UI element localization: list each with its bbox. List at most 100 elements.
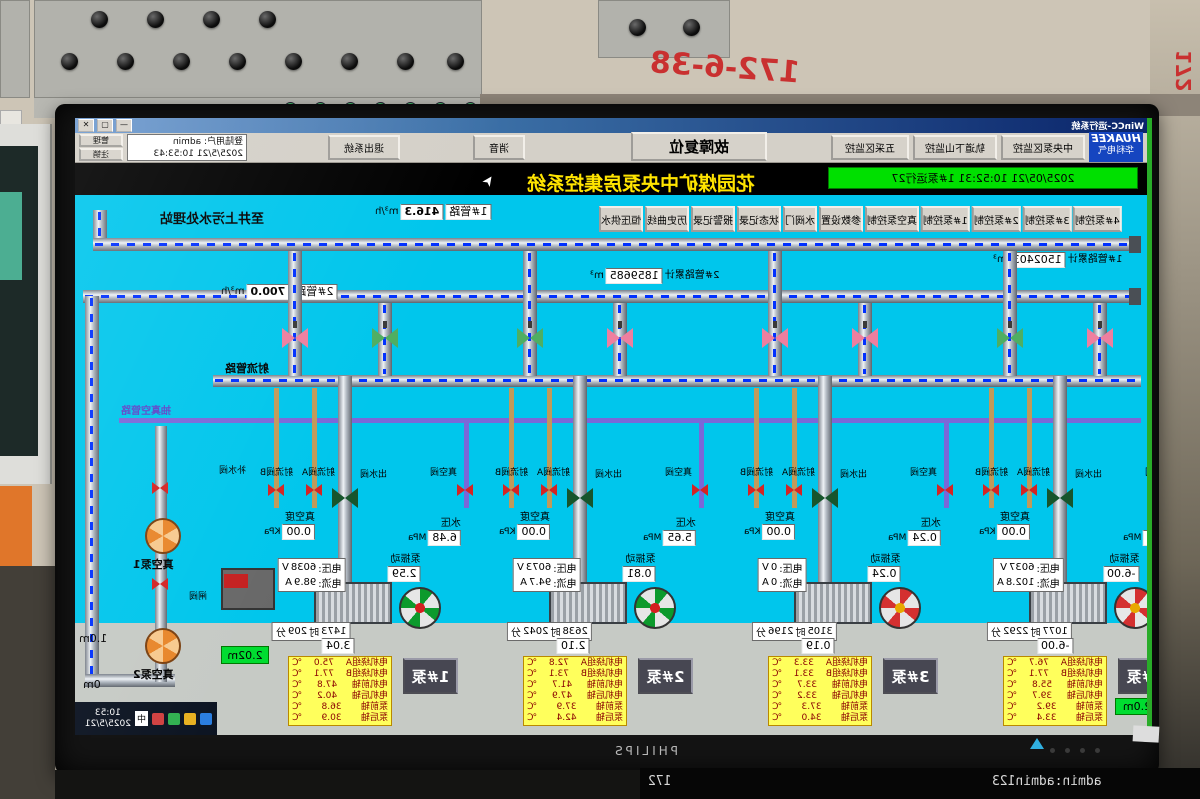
jet-branch-pipe (509, 388, 514, 508)
bezel-sticker-white (1132, 725, 1160, 743)
taskbar-time: 10:53 (94, 707, 121, 718)
motor-symbol[interactable] (794, 582, 872, 624)
vibration-gauge: 泵振动 -6.00 (1103, 554, 1140, 582)
pump-name[interactable]: 1#泵 (403, 658, 458, 694)
osd-button[interactable] (1095, 748, 1100, 753)
tray-folder-icon[interactable] (184, 712, 196, 725)
voltage-value: 6038 (290, 562, 317, 573)
discharge-valve[interactable] (1087, 321, 1113, 348)
discharge-valve[interactable] (997, 321, 1023, 348)
discharge-valve[interactable] (607, 321, 633, 348)
surface-pipe (93, 210, 107, 241)
discharge-valve[interactable] (852, 321, 878, 348)
pressure-gauge-label: 水压 (440, 518, 461, 529)
vibration-label: 泵振动 (390, 554, 421, 565)
jet-valve-a[interactable] (306, 484, 322, 496)
monitor: WinCC-运行系统 — ▢ ✕ 管理 注销 登陆用户: admin 2025/… (55, 104, 1160, 774)
valve-label: 出水阀 (360, 470, 388, 480)
tray-status-icon[interactable] (168, 712, 180, 725)
login-user: 登陆用户: admin (172, 137, 243, 147)
discharge-valve[interactable] (372, 321, 398, 348)
vacuum-valve[interactable] (937, 484, 953, 496)
taskbar-date: 2025/5/21 (84, 718, 131, 729)
vacuum-pump-1-symbol[interactable] (145, 518, 181, 554)
panel-knob (203, 11, 220, 28)
pump-impeller[interactable] (879, 587, 921, 629)
logout-button[interactable]: 注销 (79, 148, 123, 161)
vacuum-valve[interactable] (692, 484, 708, 496)
pump-name[interactable]: 4#泵 (1118, 658, 1147, 694)
tray-alert-icon[interactable] (152, 712, 164, 725)
current-label: 电流: (318, 579, 342, 590)
jet-valve-a[interactable] (541, 484, 557, 496)
vibration-gauge: 泵振动 2.59 (388, 554, 421, 582)
pressure-gauge: 水压 6.34MPa (1123, 518, 1147, 546)
fill-valve-label: 补水阀 (219, 466, 247, 476)
pump-name[interactable]: 3#泵 (883, 658, 938, 694)
valve-label: 射流阀A (302, 468, 336, 478)
panel-knob (629, 19, 646, 36)
osd-button[interactable] (1050, 748, 1055, 753)
valve-label: 真空阀 (910, 468, 938, 478)
jet-valve-a[interactable] (1021, 484, 1037, 496)
jet-valve-a[interactable] (786, 484, 802, 496)
pump-name[interactable]: 2#泵 (638, 658, 693, 694)
minimize-icon[interactable]: — (116, 119, 132, 132)
panel-knob (147, 11, 164, 28)
taskbar-clock[interactable]: 10:53 2025/5/21 (85, 708, 131, 730)
outlet-valve[interactable] (567, 488, 593, 508)
vacuum-valve[interactable] (457, 484, 473, 496)
vacuum-station-valve[interactable] (152, 482, 168, 494)
manage-button[interactable]: 管理 (79, 134, 123, 147)
jet-valve-b[interactable] (748, 484, 764, 496)
current-unit: A (285, 577, 293, 588)
close-icon[interactable]: ✕ (78, 119, 94, 132)
wall-marking-text: 172-6-38 (648, 45, 802, 91)
discharge-valve[interactable] (517, 321, 543, 348)
outlet-valve[interactable] (332, 488, 358, 508)
desk-credentials-text: admin:admin123 (992, 774, 1102, 789)
outlet-valve[interactable] (812, 488, 838, 508)
panel-knob (117, 53, 134, 70)
pressure-value: 6.48 (428, 530, 461, 546)
discharge-valve[interactable] (282, 321, 308, 348)
discharge-valve[interactable] (762, 321, 788, 348)
panel-knob (91, 11, 108, 28)
jet-valve-b[interactable] (268, 484, 284, 496)
jet-valve-b[interactable] (503, 484, 519, 496)
level-mark-bottom: 0m (83, 678, 101, 691)
vacuum-pipe-label: 抽真空管路 (121, 406, 171, 417)
vacuum-station-valve[interactable] (152, 578, 168, 590)
language-indicator[interactable]: 中 (134, 711, 148, 726)
jet-valve-b[interactable] (983, 484, 999, 496)
vibration-gauge: 泵振动 0.24 (868, 554, 901, 582)
pump-impeller[interactable] (1114, 587, 1147, 629)
pump-impeller[interactable] (399, 587, 441, 629)
discharge-pipe (1053, 376, 1067, 596)
osd-button[interactable] (1065, 748, 1070, 753)
jet-branch-pipe (989, 388, 994, 508)
tray-browser-icon[interactable] (200, 712, 212, 725)
pump-impeller[interactable] (634, 587, 676, 629)
left-riser-pipe (85, 296, 99, 686)
riser-pipe (1003, 251, 1017, 376)
osd-button[interactable] (1080, 748, 1085, 753)
vacuum-pump-2-symbol[interactable] (145, 628, 181, 664)
scada-screen: WinCC-运行系统 — ▢ ✕ 管理 注销 登陆用户: admin 2025/… (75, 118, 1147, 735)
maximize-icon[interactable]: ▢ (97, 119, 113, 132)
valve-label: 射流阀B (260, 468, 294, 478)
vacuum-branch-pipe (464, 423, 469, 508)
outlet-valve[interactable] (1047, 488, 1073, 508)
